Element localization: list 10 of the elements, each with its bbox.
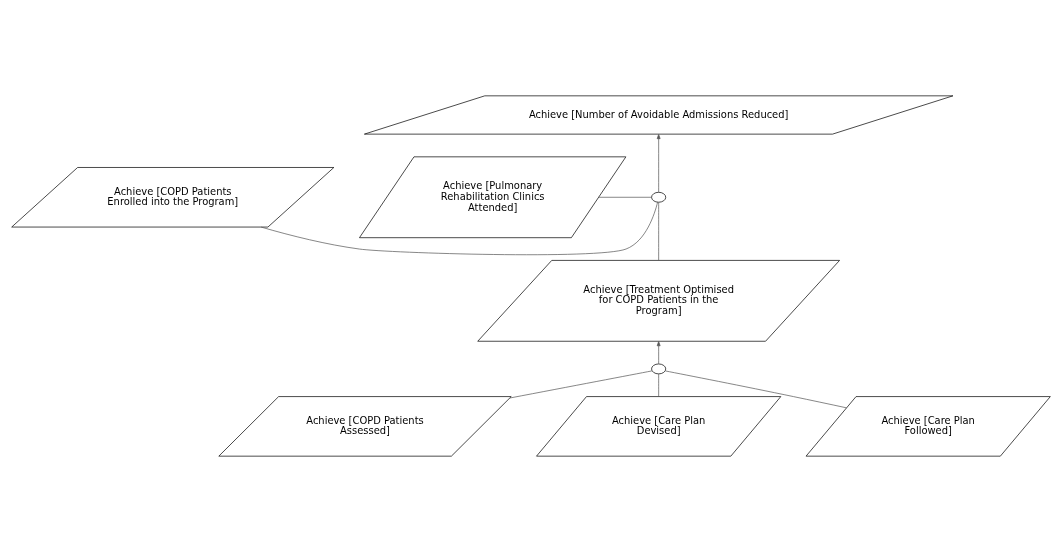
connector (665, 370, 847, 409)
node-circle (651, 191, 667, 203)
connector (260, 201, 658, 256)
connector (658, 373, 659, 397)
connector (598, 196, 652, 198)
node-circle (651, 363, 667, 375)
connector (509, 370, 653, 399)
arrow (656, 341, 661, 365)
arrow (656, 134, 661, 193)
connector (658, 202, 659, 261)
